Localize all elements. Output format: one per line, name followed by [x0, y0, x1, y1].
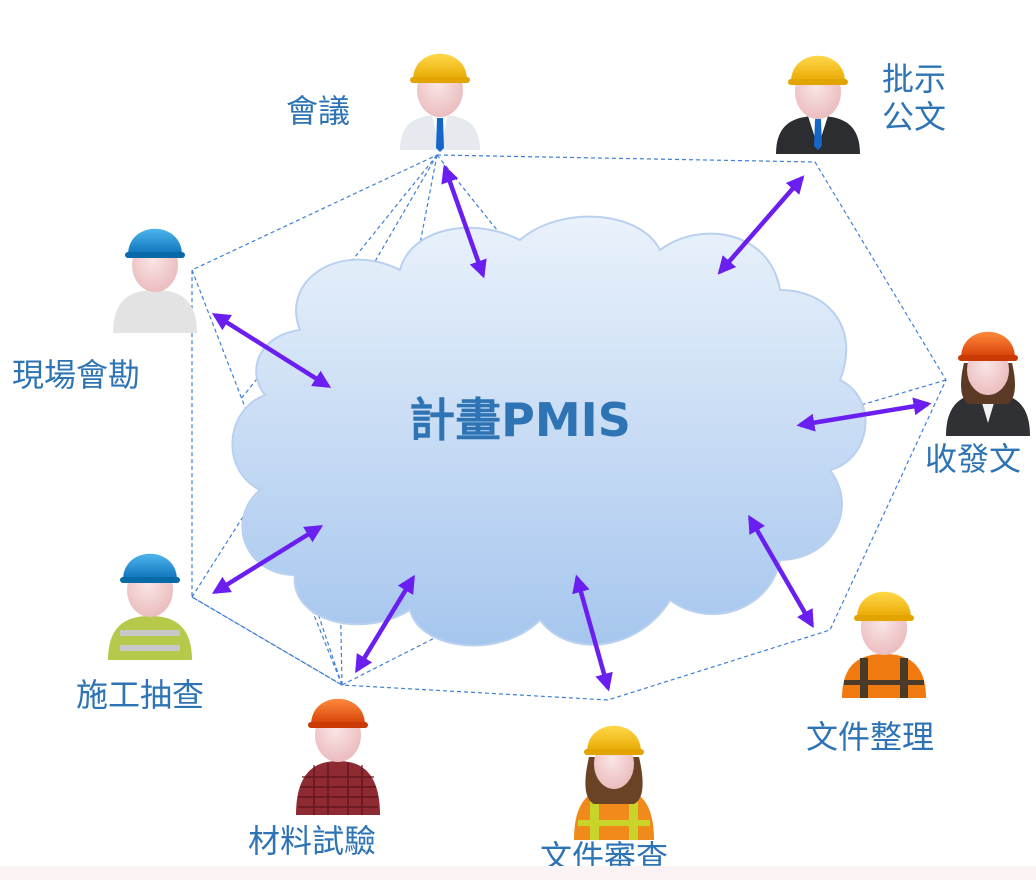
person-icon-material-test: [296, 698, 380, 815]
center-title: 計畫PMIS: [409, 393, 631, 447]
arrows: [211, 164, 932, 692]
person-icon-doc-review: [574, 725, 654, 840]
arrow-approve: [717, 175, 805, 275]
arrow-receive-send: [796, 397, 932, 432]
label-approve-line1: 批示: [882, 60, 947, 98]
arrow-material-test: [355, 574, 415, 674]
arrow-site-inspect: [211, 313, 332, 388]
person-icon-doc-organize: [842, 591, 926, 698]
label-doc-organize: 文件整理: [806, 718, 935, 756]
label-meeting: 會議: [286, 92, 351, 130]
label-receive-send: 收發文: [925, 440, 1022, 478]
person-icon-construction-check: [108, 553, 192, 660]
label-construction-check: 施工抽查: [76, 676, 205, 714]
arrow-meeting: [441, 164, 487, 279]
arrow-doc-review: [572, 574, 613, 692]
arrow-doc-organize: [748, 514, 814, 629]
footer-band: [0, 866, 1036, 880]
label-approve-line2: 公文: [882, 98, 947, 136]
person-icon-site-inspect: [113, 228, 197, 333]
person-icon-meeting: [400, 53, 480, 152]
person-icon-approve: [776, 55, 860, 154]
person-icon-receive-send: [946, 331, 1030, 436]
label-material-test: 材料試驗: [248, 822, 377, 860]
label-site-inspect: 現場會勘: [12, 356, 141, 394]
arrow-construction-check: [211, 525, 324, 594]
